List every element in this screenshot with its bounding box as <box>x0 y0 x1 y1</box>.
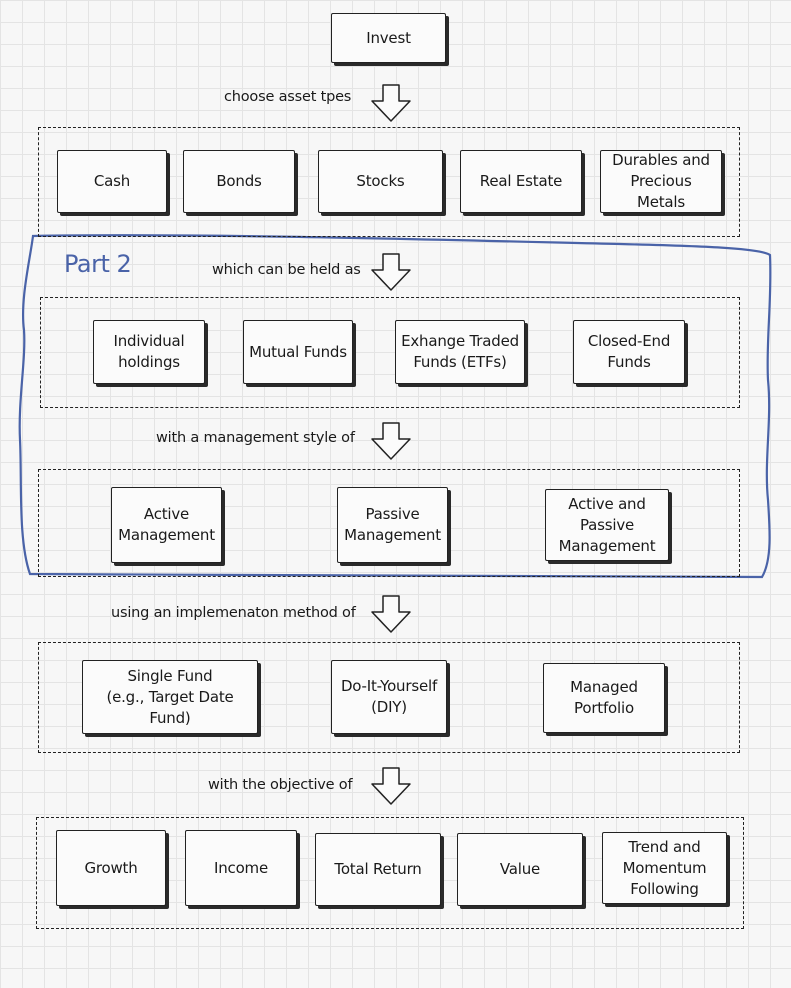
objective-income: Income <box>185 830 297 906</box>
asset-type-label: Durables and Precious Metals <box>612 151 710 211</box>
objective-label: Value <box>499 860 541 878</box>
style-label: Active Management <box>118 505 215 544</box>
vehicle-label: Exhange Traded Funds (ETFs) <box>401 332 519 371</box>
down-arrow-icon <box>369 766 413 806</box>
implementation-methods-group <box>38 642 740 753</box>
holding-vehicles-group <box>40 297 740 408</box>
asset-type-real-estate: Real Estate <box>460 150 582 213</box>
method-managed-portfolio: Managed Portfolio <box>543 663 665 733</box>
objective-label: Income <box>214 858 268 877</box>
objective-label: Total Return <box>334 860 422 878</box>
method-diy: Do-It-Yourself (DIY) <box>331 660 447 734</box>
method-label: Managed Portfolio <box>570 678 638 717</box>
asset-type-label: Real Estate <box>479 172 563 190</box>
invest-label: Invest <box>366 28 411 47</box>
method-label: Single Fund (e.g., Target Date Fund) <box>106 666 234 727</box>
asset-type-label: Bonds <box>216 172 262 190</box>
down-arrow-icon <box>369 421 413 461</box>
objective-value: Value <box>457 833 583 906</box>
asset-type-stocks: Stocks <box>318 150 443 213</box>
vehicle-label: Mutual Funds <box>249 342 347 361</box>
vehicle-label: Closed-End Funds <box>587 332 671 371</box>
down-arrow-icon <box>369 83 413 123</box>
connector-label-management: with a management style of <box>156 430 355 446</box>
method-label: Do-It-Yourself (DIY) <box>340 677 438 716</box>
asset-types-group <box>38 127 740 237</box>
vehicle-etfs: Exhange Traded Funds (ETFs) <box>395 320 525 384</box>
vehicle-closed-end-funds: Closed-End Funds <box>573 320 685 384</box>
management-styles-group <box>38 469 740 577</box>
vehicle-label: Individual holdings <box>113 332 185 371</box>
asset-type-label: Stocks <box>356 172 405 190</box>
objective-label: Growth <box>84 858 138 877</box>
style-label: Active and Passive Management <box>558 494 656 555</box>
part-label: Part 2 <box>64 250 132 278</box>
style-active-passive: Active and Passive Management <box>545 489 669 561</box>
asset-type-cash: Cash <box>57 150 167 213</box>
vehicle-mutual-funds: Mutual Funds <box>243 320 353 384</box>
connector-label-objective: with the objective of <box>208 777 353 793</box>
down-arrow-icon <box>369 252 413 292</box>
vehicle-individual-holdings: Individual holdings <box>93 320 205 384</box>
objective-growth: Growth <box>56 830 166 906</box>
style-passive: Passive Management <box>337 487 448 563</box>
connector-label-holding: which can be held as <box>212 262 361 278</box>
asset-type-bonds: Bonds <box>183 150 295 213</box>
method-single-fund: Single Fund (e.g., Target Date Fund) <box>82 660 258 734</box>
asset-type-durables-metals: Durables and Precious Metals <box>600 150 722 213</box>
objective-total-return: Total Return <box>315 833 441 906</box>
objectives-group <box>36 817 744 929</box>
style-active: Active Management <box>111 487 222 563</box>
objective-label: Trend and Momentum Following <box>622 837 707 898</box>
invest-node: Invest <box>331 13 446 63</box>
style-label: Passive Management <box>344 505 441 544</box>
connector-label-asset-types: choose asset tpes <box>224 89 352 105</box>
down-arrow-icon <box>369 594 413 634</box>
asset-type-label: Cash <box>93 172 131 190</box>
connector-label-implementation: using an implemenaton method of <box>111 605 356 621</box>
objective-trend-momentum: Trend and Momentum Following <box>602 832 727 904</box>
